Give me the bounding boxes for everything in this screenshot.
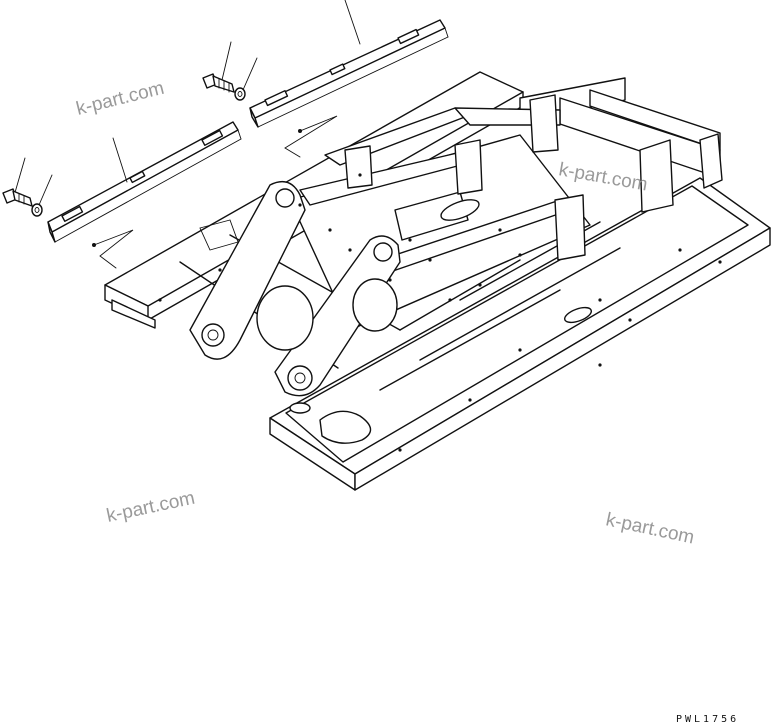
washer-icon [234, 87, 246, 101]
leader-line [13, 157, 26, 197]
boom-foot-bracket-left [189, 181, 306, 360]
watermark-text: k-part.com [604, 509, 696, 548]
leader-line [38, 174, 53, 206]
bolt-icon [2, 188, 33, 207]
watermark-text: k-part.com [74, 78, 166, 120]
washer-icon [31, 203, 43, 217]
lower-cover-plate [47, 121, 242, 243]
alignment-line [93, 229, 134, 269]
leader-line [344, 0, 361, 45]
main-frame [104, 71, 771, 491]
leader-line [221, 41, 232, 81]
watermark-text: k-part.com [557, 159, 649, 195]
drawing-code: PWL1756 [676, 714, 739, 725]
watermark-text: k-part.com [105, 488, 197, 527]
leader-line [242, 57, 258, 91]
boom-foot-bracket-right [274, 235, 401, 397]
leader-line [112, 137, 128, 183]
bolt-icon [202, 73, 235, 93]
alignment-line [284, 115, 338, 158]
upper-cover-plate [249, 19, 449, 128]
